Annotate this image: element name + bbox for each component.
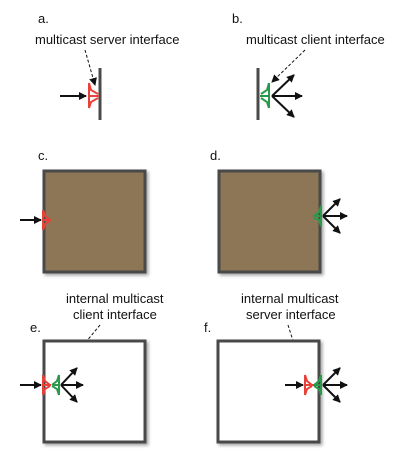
outgoing-arrow — [322, 198, 341, 217]
outgoing-arrow — [271, 95, 295, 118]
filled-box — [42, 169, 147, 274]
outgoing-arrow — [322, 215, 341, 234]
panel-f-letter: f. — [204, 320, 211, 335]
panel-a-caption: multicast server interface — [35, 32, 180, 47]
outgoing-arrow — [60, 384, 78, 403]
panel-e-letter: e. — [30, 320, 41, 335]
outgoing-arrow — [322, 384, 341, 403]
panel-b-caption: multicast client interface — [246, 32, 385, 47]
panel-e-caption-line1: internal multicast — [66, 291, 164, 306]
empty-box — [42, 339, 147, 444]
filled-box — [217, 169, 322, 274]
outgoing-arrow — [322, 367, 341, 386]
empty-box — [216, 339, 321, 444]
outgoing-arrow — [271, 74, 295, 97]
caption-pointer-dashed — [84, 49, 97, 86]
panel-f-caption-line2: server interface — [246, 307, 336, 322]
panel-e: e. internal multicast client interface — [20, 291, 164, 444]
panel-a: a. multicast server interface — [35, 11, 180, 120]
panel-d: d. — [210, 148, 348, 274]
panel-d-letter: d. — [210, 148, 221, 163]
panel-c-letter: c. — [38, 148, 48, 163]
panel-a-letter: a. — [38, 11, 49, 26]
panel-e-caption-line2: client interface — [73, 307, 157, 322]
panel-b: b. multicast client interface — [232, 11, 385, 120]
panel-c: c. — [20, 148, 147, 274]
panel-b-letter: b. — [232, 11, 243, 26]
outgoing-arrow — [60, 367, 78, 386]
caption-pointer-dashed — [271, 49, 306, 83]
panel-f: f. internal multicast server interface — [204, 291, 348, 444]
panel-f-caption-line1: internal multicast — [241, 291, 339, 306]
